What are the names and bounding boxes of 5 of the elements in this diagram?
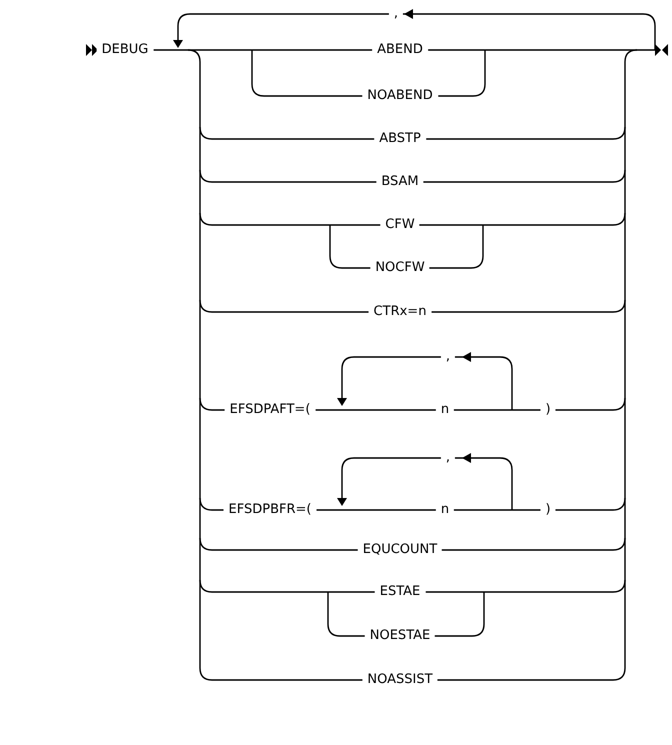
syntax-keyword: EFSDPAFT=(: [224, 402, 316, 418]
syntax-delimiter: ): [540, 402, 556, 418]
syntax-delimiter: ): [540, 502, 556, 518]
syntax-keyword: EQUCOUNT: [358, 542, 442, 558]
syntax-keyword: EFSDPBFR=(: [224, 502, 316, 518]
